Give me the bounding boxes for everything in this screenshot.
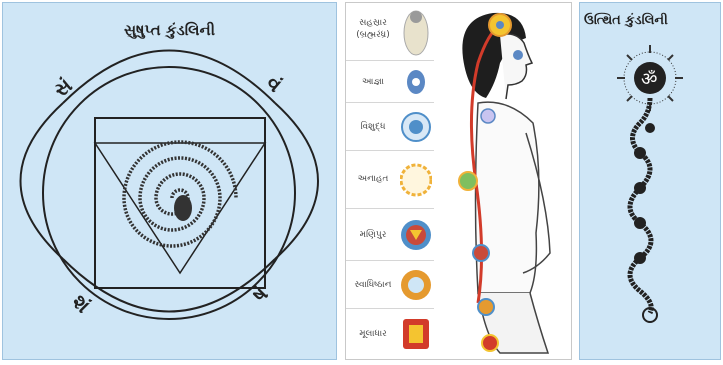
svadhisthana-node [634, 252, 646, 264]
chakra-name: અનાહત [348, 173, 398, 185]
vishuddha-node [634, 147, 646, 159]
dormant-kundalini-panel: સુષુપ્ત કુંડલિની સં વં શં ષં [2, 2, 337, 360]
chakra-row-sahasrara: સહસ્રાર (બ્રહ્મરંધ્ર) [346, 3, 434, 61]
chakra-subname: (બ્રહ્મરંધ્ર) [356, 30, 389, 40]
petal-right [275, 103, 318, 259]
chakra-name: સહસ્રાર [359, 18, 387, 28]
manipura-chakra-icon [400, 209, 432, 261]
chakra-name: મણિપુર [348, 229, 398, 241]
muladhara-dot [482, 335, 498, 351]
inner-circle [43, 67, 295, 319]
petal-left [21, 103, 64, 259]
chakra-row-muladhara: મૂલાધાર [346, 309, 434, 359]
seed-letter-bottom-left: શં [67, 290, 95, 318]
awakened-kundalini-panel: ઉત્થિત કુંડલિની ॐ [579, 2, 721, 360]
ajna-chakra-icon [400, 61, 432, 103]
sahasrara-lotus-icon [400, 3, 432, 61]
ajna-dot [513, 50, 523, 60]
chakra-row-svadhisthana: સ્વાધિષ્ઠાન [346, 261, 434, 309]
vishuddha-chakra-icon [400, 103, 432, 151]
chakra-name: મૂલાધાર [348, 328, 398, 340]
serpent-head [174, 195, 192, 221]
anahata-chakra-icon [400, 151, 432, 209]
figure-face [500, 34, 532, 99]
ajna-node [645, 123, 655, 133]
svadhisthana-chakra-icon [400, 261, 432, 309]
om-symbol: ॐ [641, 69, 657, 90]
chakra-chart-panel: સહસ્રાર (બ્રહ્મરંધ્ર) આજ્ઞા વિશુદ્ધ [345, 2, 572, 360]
chakra-row-anahata: અનાહત [346, 151, 434, 209]
manipura-dot [473, 245, 489, 261]
human-figure-with-chakras [438, 3, 573, 359]
chakra-name: સ્વાધિષ્ઠાન [348, 279, 398, 291]
svadhisthana-dot [478, 299, 494, 315]
figure-torso [476, 102, 539, 293]
anahata-dot [459, 172, 477, 190]
rising-serpent-diagram: ॐ [580, 3, 720, 359]
chakra-row-ajna: આજ્ઞા [346, 61, 434, 103]
chakra-name: વિશુદ્ધ [348, 121, 398, 133]
manipura-node [634, 217, 646, 229]
chakra-row-vishuddha: વિશુદ્ધ [346, 103, 434, 151]
coiled-serpent [124, 142, 236, 246]
muladhara-diagram: સં વં શં ષં [3, 3, 336, 359]
seed-letter-top-left: સં [49, 73, 77, 102]
anahata-node [634, 182, 646, 194]
chakra-name: આજ્ઞા [348, 76, 398, 88]
seed-letter-bottom-right: ષં [248, 282, 273, 307]
vishuddha-dot [481, 109, 495, 123]
chakra-row-manipura: મણિપુર [346, 209, 434, 261]
muladhara-chakra-icon [400, 309, 432, 359]
petal-top [63, 51, 275, 104]
